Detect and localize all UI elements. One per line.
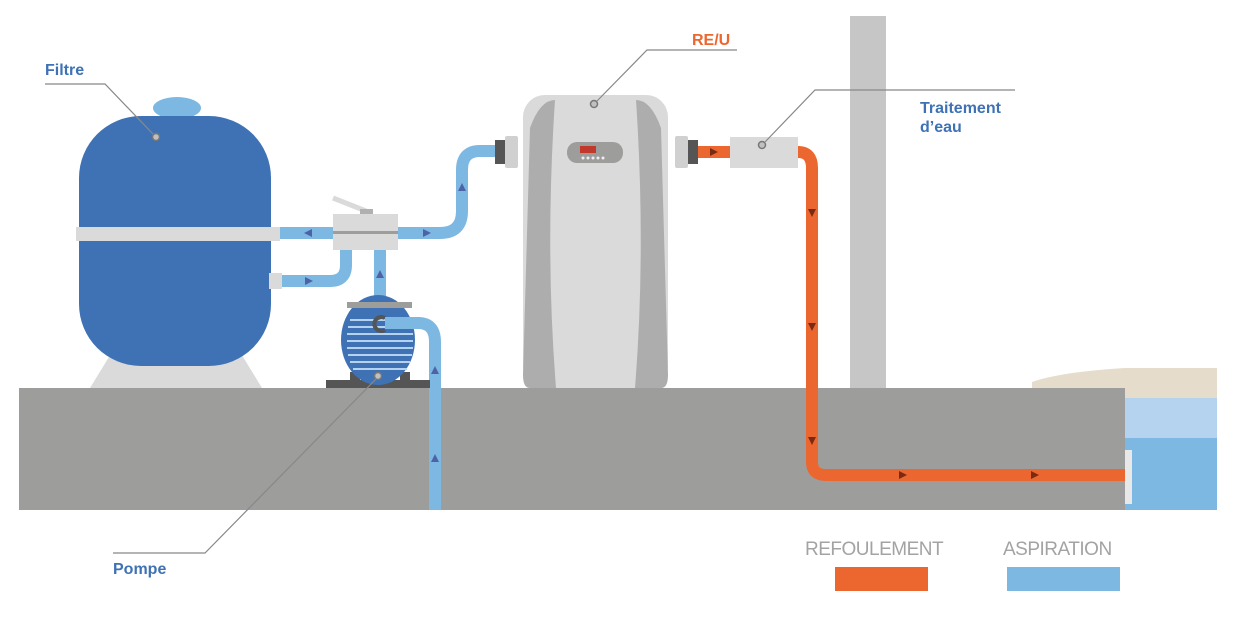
filter-label: Filtre — [45, 62, 85, 79]
water-treatment-label-line2: d’eau — [920, 119, 962, 136]
arrow-up-icon — [431, 454, 439, 462]
arrow-left-icon — [304, 229, 312, 237]
heat-pump-label: RE/U — [692, 32, 731, 49]
leader-lines — [45, 49, 1015, 554]
arrow-right-icon — [710, 148, 718, 156]
multiport-valve — [332, 195, 398, 250]
arrow-up-icon — [458, 183, 466, 191]
legend-discharge-swatch — [835, 567, 928, 591]
flow-arrows — [304, 148, 1039, 479]
legend-suction-label: ASPIRATION — [1003, 539, 1112, 560]
arrow-up-icon — [431, 366, 439, 374]
arrow-right-icon — [899, 471, 907, 479]
arrow-down-icon — [808, 437, 816, 445]
legend-discharge-label: REFOULEMENT — [805, 539, 944, 560]
sand-filter — [76, 97, 282, 388]
pool — [1032, 368, 1217, 510]
arrow-down-icon — [808, 323, 816, 331]
water-treatment-label-line1: Traitement — [920, 100, 1001, 117]
legend-suction-swatch — [1007, 567, 1120, 591]
heat-pump — [495, 95, 698, 388]
ground-slab — [19, 388, 1125, 510]
arrow-right-icon — [1031, 471, 1039, 479]
water-treatment-unit — [730, 137, 798, 168]
arrow-right-icon — [423, 229, 431, 237]
water-treatment-label: Traitement d’eau — [920, 99, 1001, 137]
arrow-up-icon — [376, 270, 384, 278]
arrow-right-icon — [305, 277, 313, 285]
wall-pillar — [850, 16, 886, 388]
pump — [326, 295, 430, 388]
arrow-down-icon — [808, 209, 816, 217]
pump-label: Pompe — [113, 561, 167, 578]
